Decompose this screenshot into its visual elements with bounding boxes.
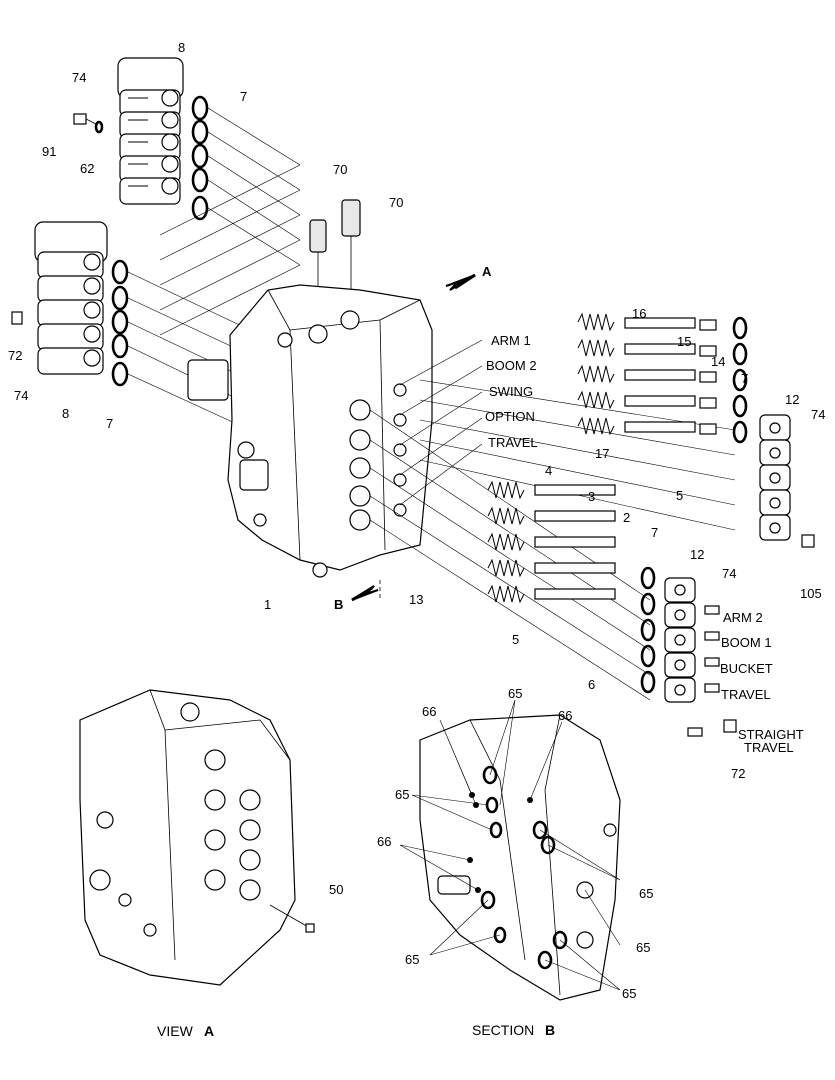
callout-12-mid: 12: [690, 547, 704, 562]
caption-view-letter: A: [204, 1023, 214, 1039]
label-boom1: BOOM 1: [721, 635, 772, 650]
section-labels: ARM 1 BOOM 2 SWING OPTION TRAVEL ARM 2 B…: [485, 333, 804, 755]
callout-7-mid: 7: [651, 525, 658, 540]
label-bucket: BUCKET: [720, 661, 773, 676]
spool-row-4: [577, 390, 748, 418]
callout-65-f: 65: [622, 986, 636, 1001]
callout-5-mid: 5: [512, 632, 519, 647]
callout-65-c: 65: [639, 886, 653, 901]
caption-section-letter: B: [545, 1022, 555, 1038]
label-straight-travel: TRAVEL: [744, 740, 794, 755]
callout-65-e: 65: [405, 952, 419, 967]
main-control-valve-body: [187, 284, 433, 600]
solenoid-block-left: [11, 221, 251, 431]
view-a-drawing: [79, 689, 315, 986]
spool-row-2: [577, 338, 748, 366]
callout-65-b: 65: [395, 787, 409, 802]
callout-74-mid: 74: [722, 566, 736, 581]
callout-105: 105: [800, 586, 822, 601]
callout-91: 91: [42, 144, 56, 159]
caption-view-word: VIEW: [157, 1023, 194, 1039]
caption-section-word: SECTION: [472, 1022, 534, 1038]
callout-72-left: 72: [8, 348, 22, 363]
label-straight: STRAIGHT: [738, 727, 804, 742]
end-covers-middle: [664, 577, 696, 703]
captions: VIEW A SECTION B: [157, 1022, 555, 1039]
callout-5-right: 5: [676, 488, 683, 503]
cartridge-valves: [309, 199, 361, 322]
section-b-drawing: [399, 699, 621, 1001]
callout-arrow-a: A: [482, 264, 492, 279]
spool-row-1: [577, 312, 748, 340]
callout-8-top: 8: [178, 40, 185, 55]
callout-arrow-b: B: [334, 597, 343, 612]
callout-2: 2: [623, 510, 630, 525]
label-option: OPTION: [485, 409, 535, 424]
callout-17: 17: [595, 446, 609, 461]
callout-3: 3: [588, 489, 595, 504]
callout-numbers: 8 74 7 91 62 70 70 A 72 74 8 7 1 B 13 16…: [8, 40, 825, 1001]
spool-row-3: [577, 364, 748, 392]
solenoid-block-top: [73, 57, 301, 336]
cover-bolts-middle: [687, 605, 737, 737]
label-swing: SWING: [489, 384, 533, 399]
callout-62: 62: [80, 161, 94, 176]
upper-spool-set: [577, 312, 815, 548]
callout-74-right: 74: [811, 407, 825, 422]
callout-7-left: 7: [106, 416, 113, 431]
callout-50: 50: [329, 882, 343, 897]
callout-16: 16: [632, 306, 646, 321]
section-leader-lines: [369, 339, 736, 701]
callout-6: 6: [588, 677, 595, 692]
label-travel-lower: TRAVEL: [721, 687, 771, 702]
callout-74-top: 74: [72, 70, 86, 85]
callout-7-top: 7: [240, 89, 247, 104]
spool-row-10: [487, 584, 656, 694]
label-arm2: ARM 2: [723, 610, 763, 625]
callout-66-c: 66: [377, 834, 391, 849]
callout-12-right: 12: [785, 392, 799, 407]
callout-13: 13: [409, 592, 423, 607]
callout-15: 15: [677, 334, 691, 349]
callout-1: 1: [264, 597, 271, 612]
callout-14: 14: [711, 354, 725, 369]
callout-70-a: 70: [333, 162, 347, 177]
lower-spool-set: [487, 480, 737, 737]
spool-row-8: [487, 532, 656, 642]
spool-row-7: [487, 506, 656, 616]
callout-72-bottom: 72: [731, 766, 745, 781]
spool-row-5: [577, 416, 748, 444]
callout-4: 4: [545, 463, 552, 478]
spool-row-6: [487, 480, 656, 590]
label-travel-upper: TRAVEL: [488, 435, 538, 450]
callout-65-d: 65: [636, 940, 650, 955]
callout-8-left: 8: [62, 406, 69, 421]
callout-66-b: 66: [558, 708, 572, 723]
callout-65-a: 65: [508, 686, 522, 701]
callout-74-left: 74: [14, 388, 28, 403]
callout-66-a: 66: [422, 704, 436, 719]
callout-7-right: 7: [741, 371, 748, 386]
spool-row-9: [487, 558, 656, 668]
label-arm1: ARM 1: [491, 333, 531, 348]
end-covers-upper: [759, 414, 791, 541]
label-boom2: BOOM 2: [486, 358, 537, 373]
callout-70-b: 70: [389, 195, 403, 210]
